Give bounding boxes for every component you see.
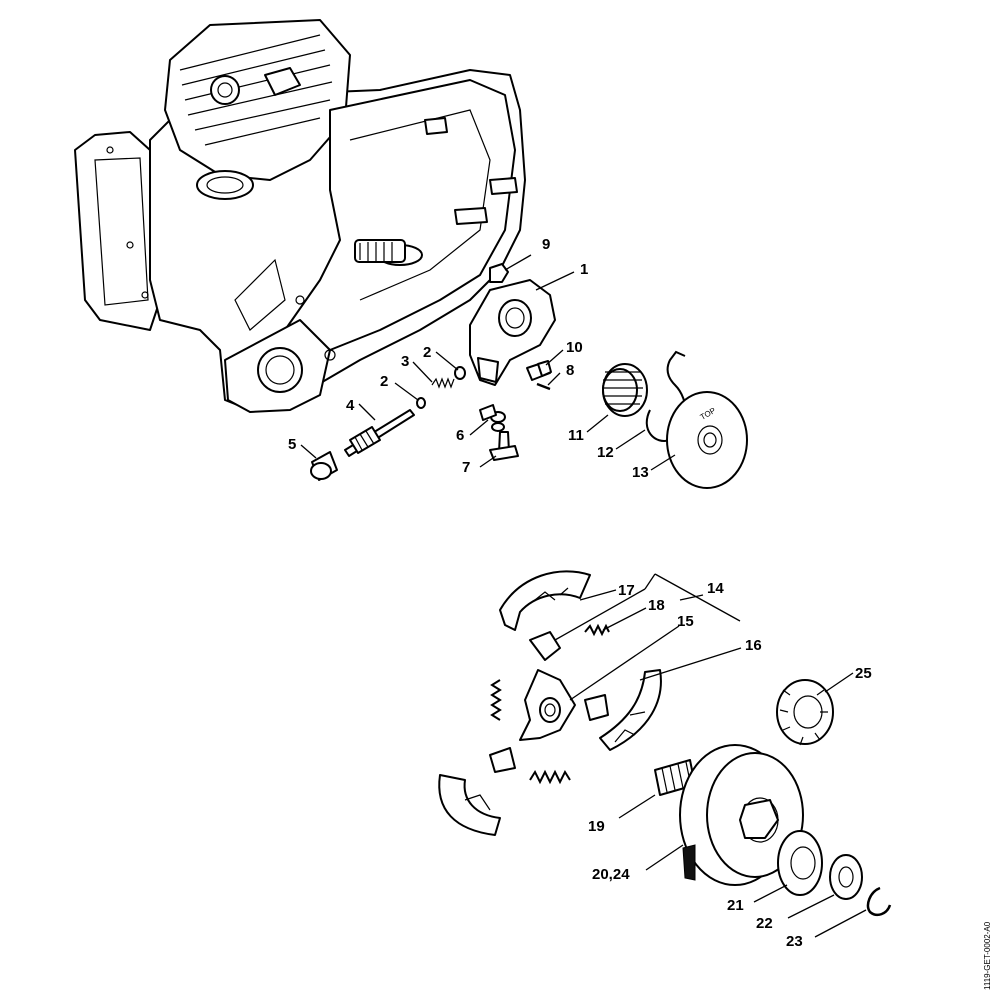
callout-22: 22: [756, 915, 773, 932]
washer-b: [491, 422, 505, 432]
callout-7: 7: [462, 459, 470, 476]
rim-sprocket-lower: [777, 830, 823, 896]
rim-sprocket-upper: [776, 679, 834, 746]
worm-gear: [602, 363, 648, 417]
callout-2-upper: 2: [423, 344, 431, 361]
callout-25: 25: [855, 665, 872, 682]
callout-19: 19: [588, 818, 605, 835]
reference-code: 1119-GET-0002-A0: [983, 921, 992, 990]
callout-8: 8: [566, 362, 574, 379]
callout-14: 14: [707, 580, 724, 597]
callout-18: 18: [648, 597, 665, 614]
clutch-clip-bottom: [489, 747, 516, 773]
pin: [536, 382, 551, 391]
clutch-clip-top: [529, 631, 561, 661]
clutch-spring-left: [490, 679, 502, 721]
callout-1: 1: [580, 261, 588, 278]
clutch-spring-top: [584, 623, 610, 637]
clutch-spring-bottom: [529, 769, 571, 785]
callout-20-24: 20,24: [592, 866, 630, 883]
callout-13: 13: [632, 464, 649, 481]
clutch-group: [438, 570, 892, 917]
callout-23: 23: [786, 933, 803, 950]
e-clip: [866, 886, 892, 917]
engine-housing: [74, 19, 526, 413]
oil-pump-group: TOP: [310, 263, 748, 489]
callout-17: 17: [618, 582, 635, 599]
callout-5: 5: [288, 436, 296, 453]
clutch-drum: [679, 744, 804, 886]
callout-16: 16: [745, 637, 762, 654]
thrust-washer: [829, 854, 863, 900]
callout-labels: 1 2 2 3 4 5 6 7 8 9 10 11 12 13 14 15 16…: [288, 236, 872, 950]
clutch-shoe-right: [599, 669, 662, 751]
callout-4: 4: [346, 397, 355, 414]
o-ring-lower: [416, 397, 426, 409]
callout-10: 10: [566, 339, 583, 356]
callout-21: 21: [727, 897, 744, 914]
clutch-shoe-top: [499, 570, 591, 631]
callout-11: 11: [568, 427, 584, 444]
thrust-disc: TOP: [666, 391, 748, 489]
callout-9: 9: [542, 236, 550, 253]
callout-2-lower: 2: [380, 373, 388, 390]
callout-15: 15: [677, 613, 694, 630]
callout-6: 6: [456, 427, 464, 444]
callout-3: 3: [401, 353, 409, 370]
callout-12: 12: [597, 444, 614, 461]
spring-small: [431, 377, 455, 389]
leader-lines: [300, 254, 867, 938]
nut: [489, 263, 509, 283]
clutch-shoe-bottom: [438, 774, 501, 836]
